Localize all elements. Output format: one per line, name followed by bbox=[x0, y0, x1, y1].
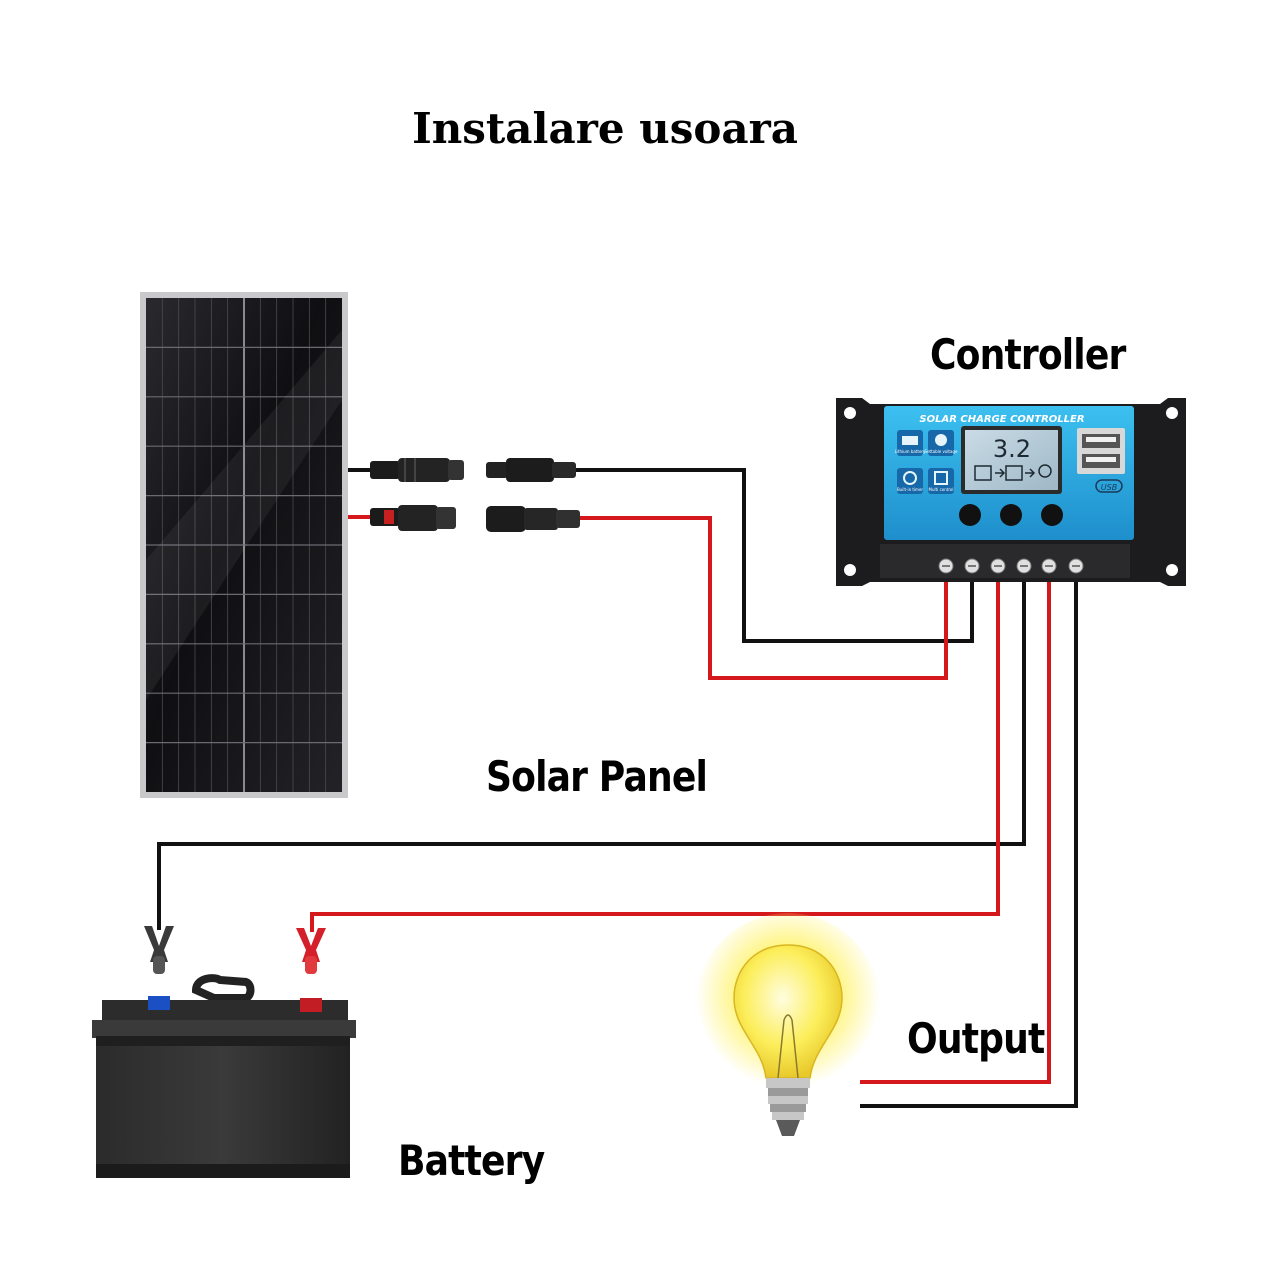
wire-solar-positive bbox=[580, 516, 948, 680]
charge-controller: SOLAR CHARGE CONTROLLER Lithium battery … bbox=[836, 398, 1186, 586]
lcd-value: 3.2 bbox=[993, 435, 1031, 463]
page-title: Instalare usoara bbox=[412, 104, 798, 153]
battery-clamp-icon bbox=[144, 926, 326, 974]
icon-label-lithium: Lithium battery bbox=[895, 449, 926, 454]
controller-mode-icons: Lithium battery Settable voltage Built-i… bbox=[895, 430, 958, 494]
solar-panel-label: Solar Panel bbox=[486, 752, 708, 801]
controller-header: SOLAR CHARGE CONTROLLER bbox=[919, 414, 1084, 425]
icon-label-timer: Built-in timer bbox=[897, 487, 923, 492]
controller-label: Controller bbox=[930, 330, 1126, 379]
wire-load-negative bbox=[860, 570, 1078, 1108]
usb-port-icon: USB bbox=[1077, 428, 1125, 493]
battery-label: Battery bbox=[398, 1136, 545, 1185]
controller-button-down[interactable] bbox=[1000, 504, 1022, 526]
wiring bbox=[157, 468, 1078, 1108]
wire-solar-negative bbox=[575, 468, 974, 643]
wire-load-positive bbox=[860, 570, 1051, 1084]
solar-panel-icon bbox=[140, 292, 348, 798]
controller-button-menu[interactable] bbox=[959, 504, 981, 526]
icon-label-voltage: Settable voltage bbox=[925, 449, 958, 454]
panel-cell-grid bbox=[146, 298, 342, 792]
battery-icon bbox=[92, 974, 356, 1178]
wire-battery-negative bbox=[157, 570, 1026, 930]
usb-label: USB bbox=[1101, 483, 1117, 492]
icon-label-control: Multi control bbox=[929, 487, 954, 492]
wire-battery-positive bbox=[310, 570, 1000, 932]
light-bulb-icon bbox=[696, 913, 880, 1136]
output-label: Output bbox=[907, 1014, 1045, 1063]
controller-terminals bbox=[938, 558, 1084, 574]
controller-button-up[interactable] bbox=[1041, 504, 1063, 526]
mc4-connector-icon bbox=[370, 458, 580, 532]
